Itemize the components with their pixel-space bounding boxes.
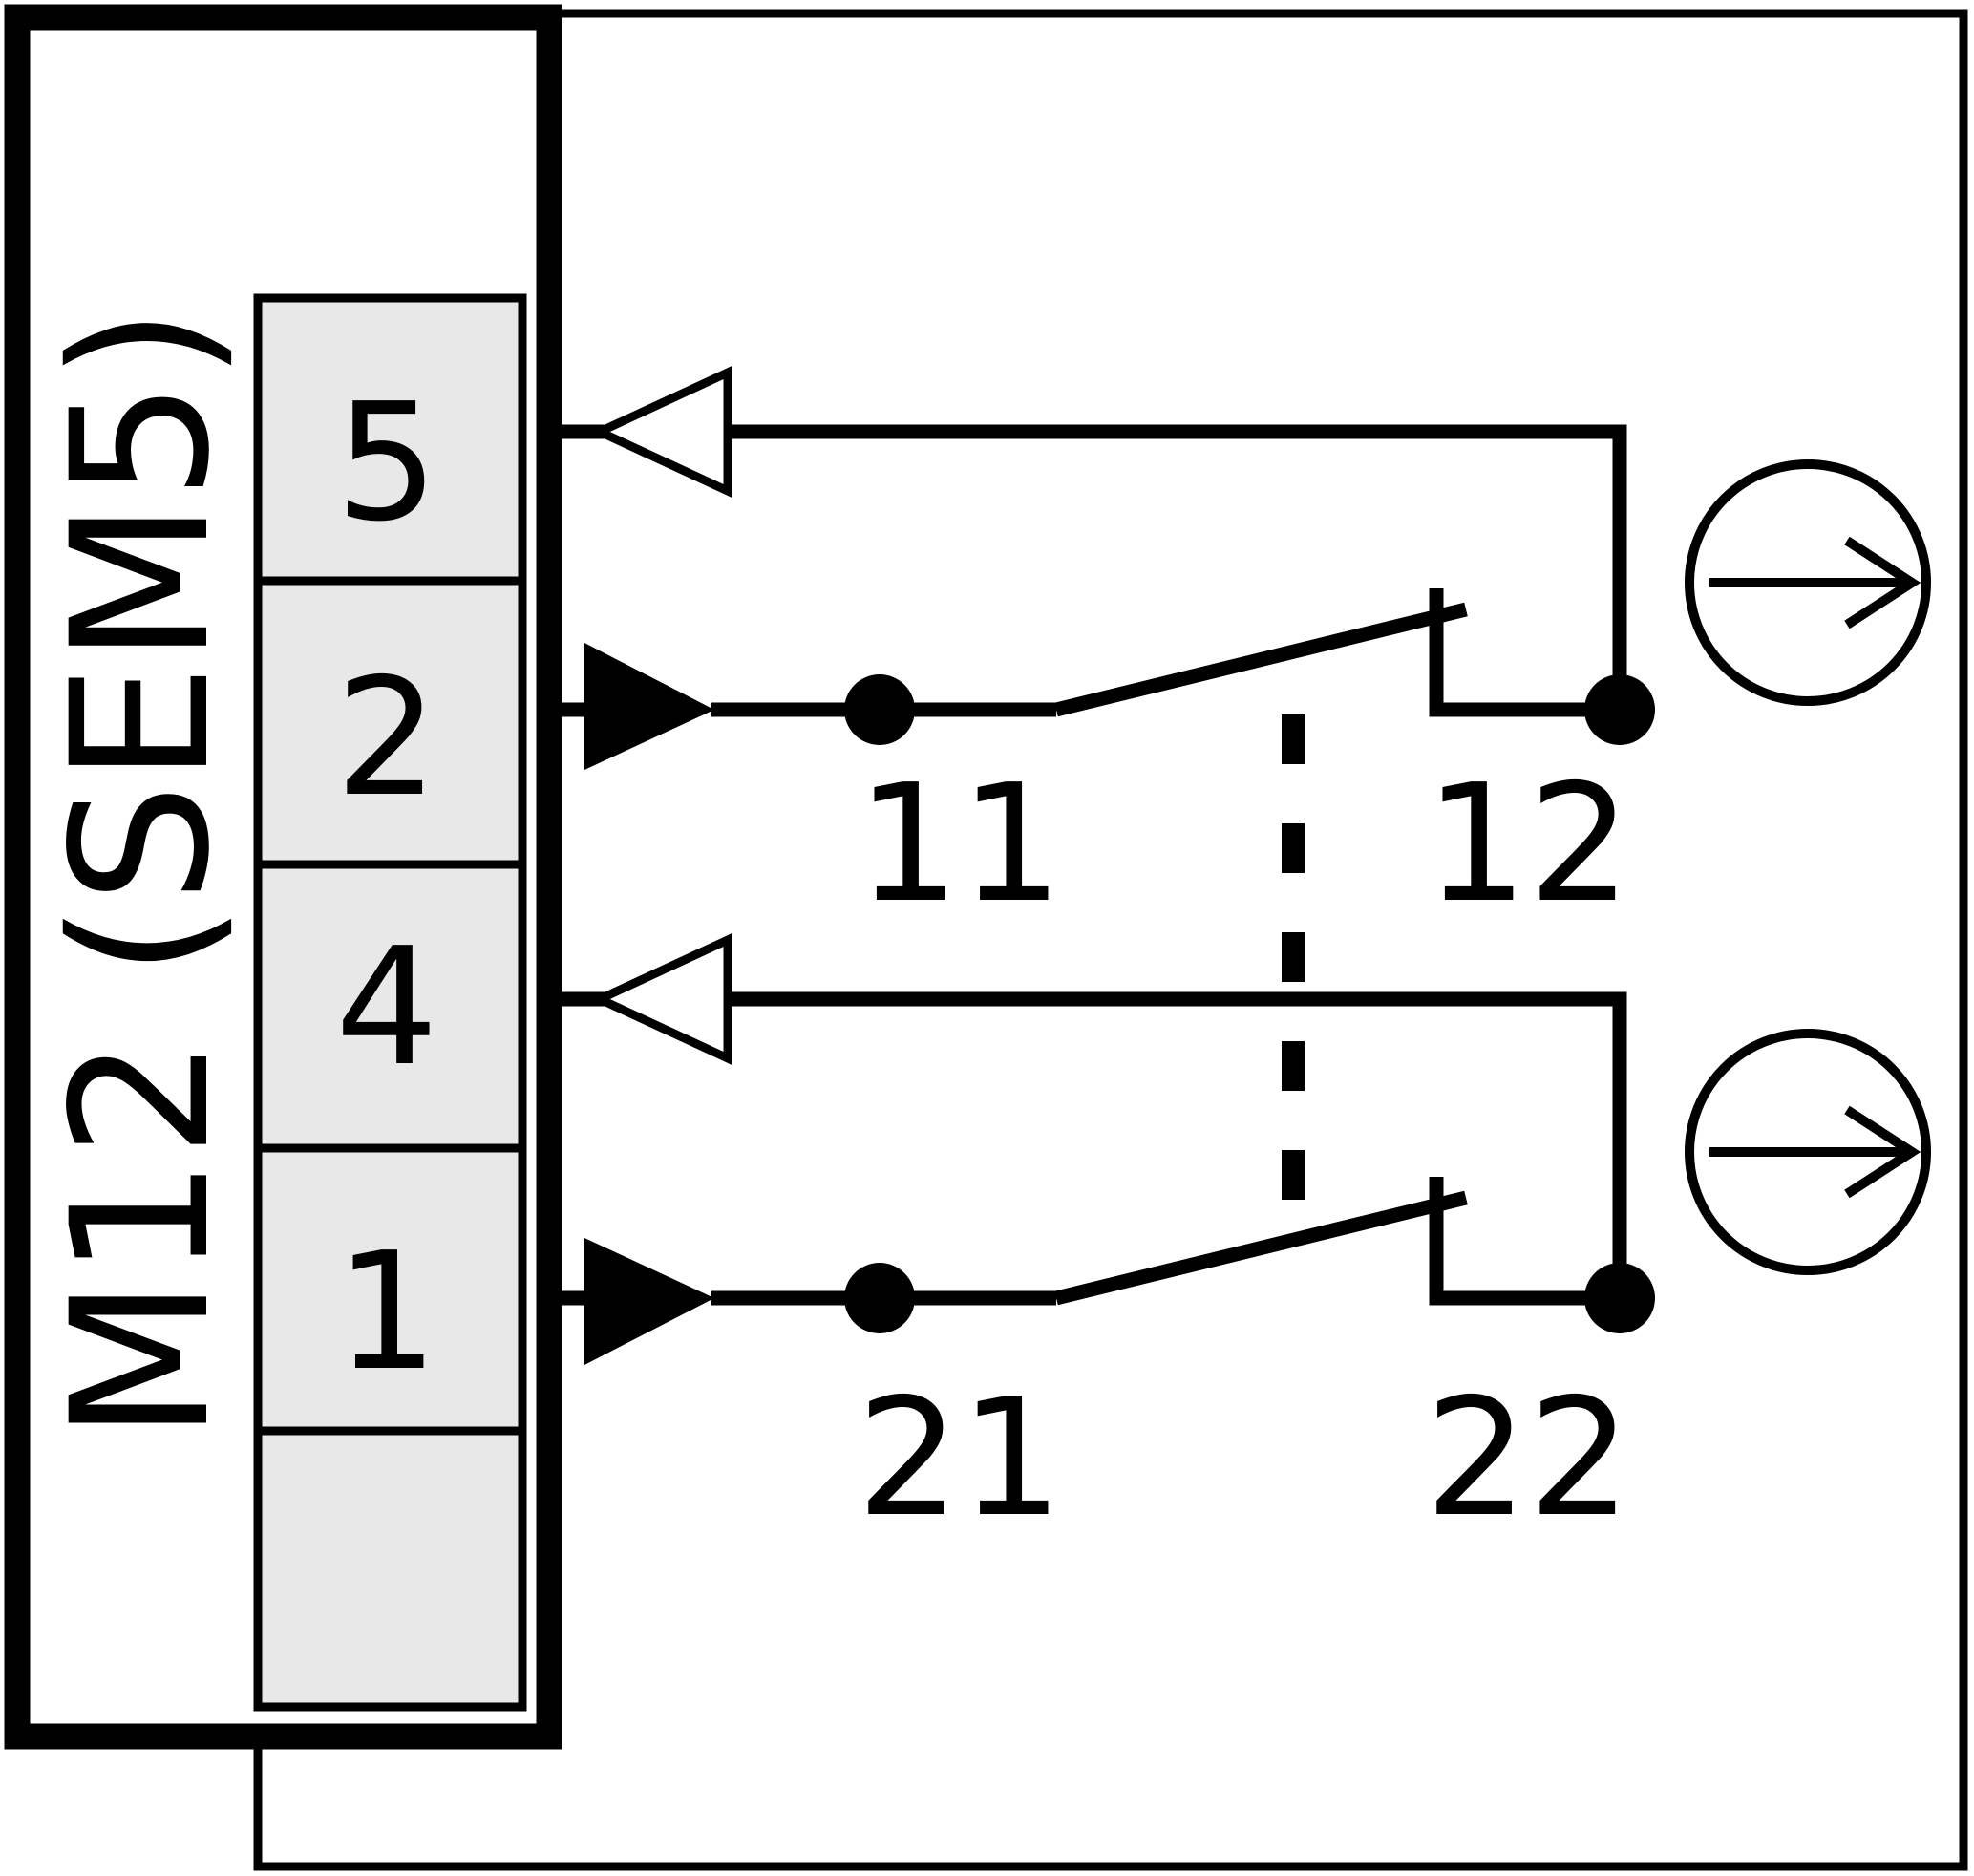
circuit-upper: 11 12	[556, 365, 1931, 939]
pin-cell-2	[253, 576, 527, 869]
switch-contact-22	[1429, 1177, 1620, 1306]
terminal-12-label: 12	[1425, 750, 1631, 939]
connector-label: M12 (SEM5)	[31, 307, 251, 1441]
switch-contact-12	[1429, 588, 1620, 717]
circuit-lower: 21 22	[556, 932, 1931, 1553]
input-arrow-pin2	[584, 643, 714, 770]
switch-blade-11-12	[1054, 602, 1468, 717]
wire-22-return	[728, 991, 1627, 1298]
terminal-22-dot	[1584, 1263, 1655, 1333]
terminal-11-label: 11	[857, 750, 1063, 939]
wire-12-return	[728, 424, 1627, 710]
pin-cell-4	[253, 860, 527, 1153]
terminal-21-label: 21	[857, 1364, 1063, 1553]
terminal-12-dot	[1584, 674, 1655, 745]
output-arrow-pin5	[589, 365, 732, 499]
positive-opening-icon	[1685, 1029, 1931, 1275]
output-arrow-pin4	[589, 932, 732, 1066]
pin-strip: 5 2 4 1	[253, 293, 527, 1712]
terminal-22-label: 22	[1425, 1364, 1631, 1553]
switch-blade-21-22	[1054, 1190, 1468, 1306]
pin-label-5: 5	[335, 369, 438, 558]
pin-label-4: 4	[335, 913, 438, 1102]
pin-label-2: 2	[335, 644, 438, 833]
pin-cell-empty	[253, 1426, 527, 1712]
pin-label-1: 1	[335, 1218, 438, 1407]
input-arrow-pin1	[584, 1238, 714, 1365]
positive-opening-icon	[1685, 459, 1931, 706]
